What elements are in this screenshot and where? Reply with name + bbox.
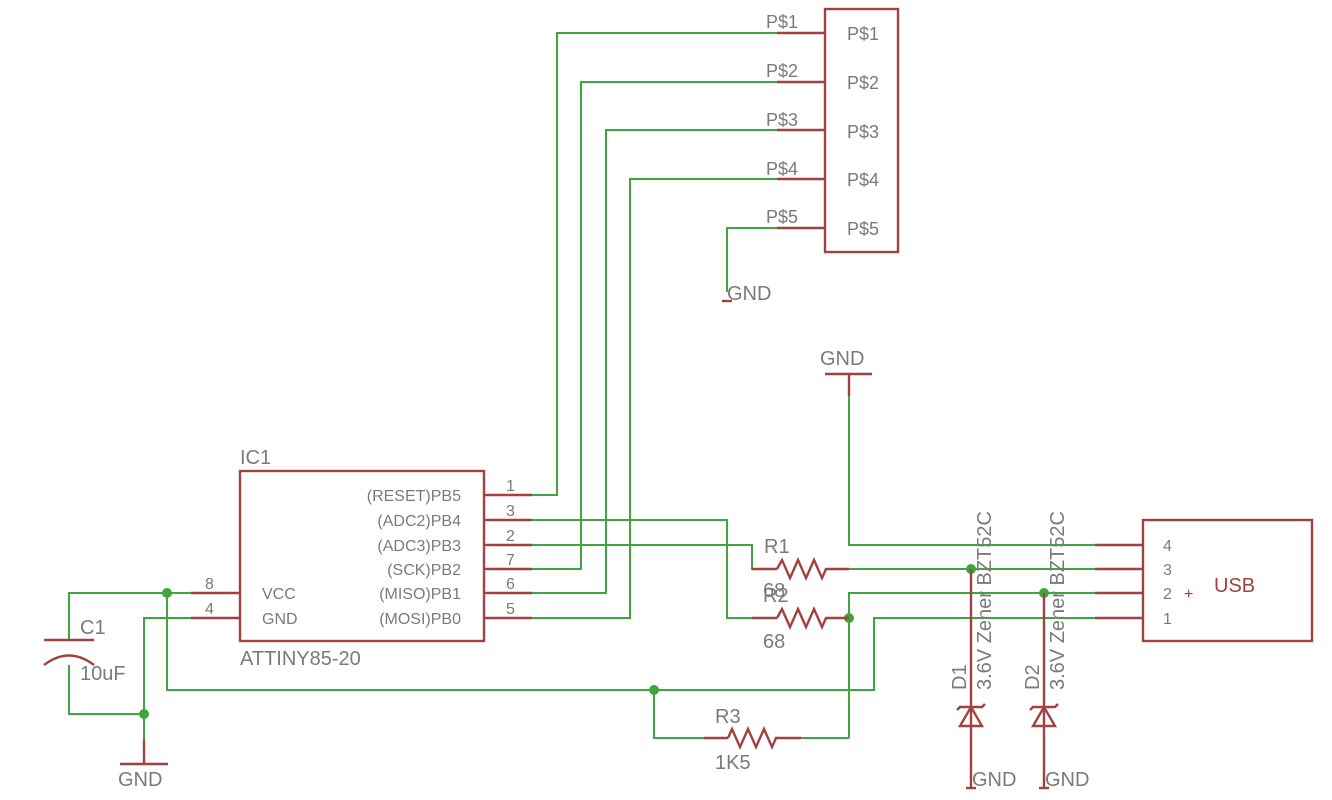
zener-d2: D2 3.6V Zener BZT52C	[1022, 511, 1069, 788]
c1-value: 10uF	[80, 663, 126, 685]
usb-pin-1: 1	[1163, 611, 1172, 628]
r3-value: 1K5	[715, 752, 751, 774]
junction-r3	[649, 685, 659, 695]
ic-pinnum-7: 7	[506, 552, 515, 569]
r2-value: 68	[763, 631, 785, 653]
ic-pin-pb1: (MISO)PB1	[379, 586, 461, 603]
ic-pinnum-8: 8	[205, 576, 214, 593]
ic-pinnum-2: 2	[506, 528, 515, 545]
d2-triangle	[1030, 704, 1058, 728]
ic-pinnum-3: 3	[506, 503, 515, 520]
r3-name: R3	[715, 706, 741, 728]
usb-pin-3: 3	[1163, 562, 1172, 579]
c1-plate-bottom	[43, 654, 95, 666]
ic-pinnum-6: 6	[506, 576, 515, 593]
ic-pinnum-4: 4	[205, 601, 214, 618]
wire-r3-left	[653, 690, 704, 739]
ic-pin-pb2: (SCK)PB2	[387, 562, 461, 579]
header-pin-num-1: P$1	[766, 12, 798, 32]
usb-body	[1141, 518, 1314, 643]
usb-pin-4: 4	[1163, 538, 1172, 555]
ic-pin-vcc: VCC	[262, 586, 296, 603]
wire-mosi-p4	[532, 178, 777, 619]
wire-node-usb2	[848, 592, 1095, 618]
d1-name: D1	[949, 664, 971, 690]
wire-c1-gnd	[68, 665, 144, 715]
header-pin-num-5: P$5	[766, 207, 798, 227]
ic-pinnum-5: 5	[506, 601, 515, 618]
gnd-d2-label: GND	[1045, 769, 1089, 791]
gnd-top-label: GND	[820, 348, 864, 370]
header-pin-4: P$4	[847, 170, 879, 190]
d2-name: D2	[1022, 664, 1044, 690]
ic-pin-gnd: GND	[262, 611, 298, 628]
junction-vcc	[162, 588, 172, 598]
ic-pin-pb5: (RESET)PB5	[367, 488, 461, 505]
r2-zigzag	[775, 606, 849, 630]
usb-name: USB	[1214, 575, 1255, 597]
wire-vcc-c1	[68, 592, 191, 640]
r1-zigzag	[775, 557, 849, 581]
wire-pb3-r1	[532, 544, 777, 570]
header-pin-num-3: P$3	[766, 110, 798, 130]
header-pin-1: P$1	[847, 24, 879, 44]
ic-pin-pb4: (ADC2)PB4	[377, 513, 461, 530]
ic-name: IC1	[240, 447, 271, 469]
zener-d1: D1 3.6V Zener BZT52C	[949, 511, 996, 788]
d2-value: 3.6V Zener BZT52C	[1047, 511, 1069, 690]
ic-pinnum-1: 1	[506, 478, 515, 495]
wire-usb1-vcc	[166, 593, 1095, 691]
resistor-r1: R1 68	[752, 536, 849, 602]
usb-connector: 4 3 2 1 + USB	[1095, 518, 1314, 643]
gnd-bottom-left-label: GND	[118, 769, 162, 791]
r3-zigzag	[726, 726, 801, 750]
ic-pin-pb0: (MOSI)PB0	[379, 611, 461, 628]
ic-pin-pb3: (ADC3)PB3	[377, 538, 461, 555]
wire-miso-p3	[532, 129, 777, 594]
header-pin-num-2: P$2	[766, 61, 798, 81]
resistor-r2: R2 68	[752, 585, 849, 653]
gnd-header-label: GND	[727, 283, 771, 305]
wire-p5-gnd	[726, 227, 777, 292]
junctions	[139, 564, 1049, 719]
c1-name: C1	[80, 617, 106, 639]
d1-triangle	[957, 704, 985, 728]
d1-value: 3.6V Zener BZT52C	[974, 511, 996, 690]
wire-icgnd-gnd	[143, 617, 191, 740]
r2-name: R2	[763, 585, 789, 607]
usb-plus-mark: +	[1184, 586, 1193, 603]
header-pin-2: P$2	[847, 73, 879, 93]
capacitor-c1: C1 10uF	[43, 617, 126, 685]
ic-body	[238, 469, 486, 643]
resistor-r3: R3 1K5	[704, 706, 801, 774]
r1-value: 68	[763, 580, 785, 602]
pin-header: P$1 P$2 P$3 P$4 P$5 P$1 P$2 P$3 P$4 P$5	[766, 7, 900, 254]
d2-bar	[1029, 703, 1059, 711]
gnd-symbols: GND GND GND GND GND	[118, 283, 1089, 791]
ic-value: ATTINY85-20	[240, 648, 361, 670]
ic-attiny85: IC1 ATTINY85-20 (RESET)PB5 (ADC2)PB4 (AD…	[191, 447, 532, 670]
header-pin-5: P$5	[847, 219, 879, 239]
header-pin-num-4: P$4	[766, 159, 798, 179]
wire-sck-p2	[532, 81, 777, 570]
gnd-d1-label: GND	[972, 769, 1016, 791]
usb-pin-2: 2	[1163, 586, 1172, 603]
header-pin-3: P$3	[847, 122, 879, 142]
junction-gnd	[139, 709, 149, 719]
wire-gnd-usb4	[848, 396, 1095, 546]
wire-reset-p1	[532, 32, 777, 496]
wires	[68, 32, 1095, 788]
r1-name: R1	[764, 536, 790, 558]
d1-bar	[956, 703, 986, 711]
